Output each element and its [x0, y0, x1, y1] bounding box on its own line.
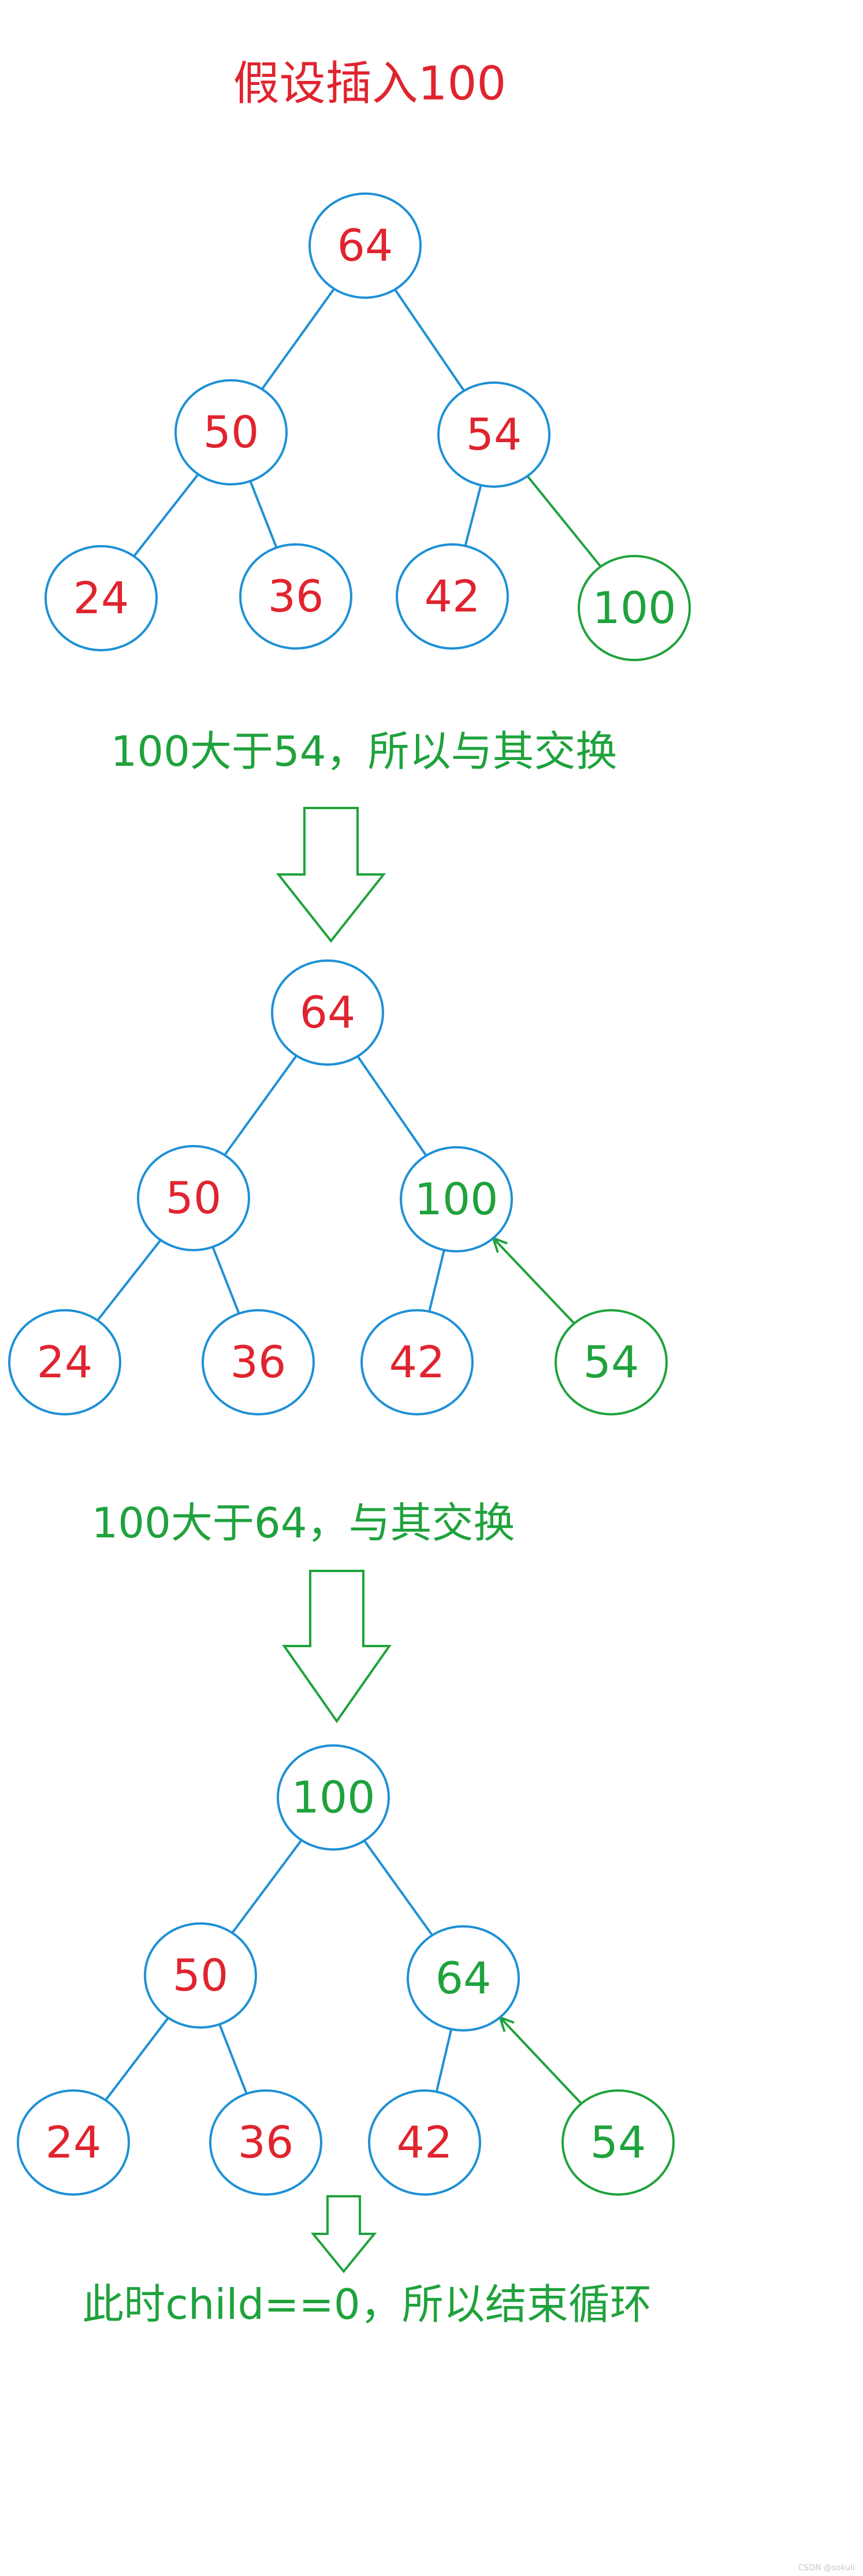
tree-node: 36 — [239, 543, 352, 650]
node-label: 36 — [238, 2117, 294, 2168]
tree-node: 64 — [308, 192, 422, 299]
tree-node: 42 — [360, 1309, 474, 1415]
node-label: 64 — [337, 220, 393, 271]
title: 假设插入100 — [233, 57, 507, 110]
tree-node: 24 — [8, 1309, 121, 1415]
node-circle — [144, 1922, 257, 2029]
tree-node: 50 — [174, 379, 288, 485]
node-label: 42 — [397, 2117, 453, 2168]
node-circle — [407, 1925, 520, 2032]
tree-edge — [211, 1246, 240, 1314]
inserted-edge — [499, 2017, 582, 2104]
tree-node: 50 — [144, 1922, 257, 2029]
tree-edge — [464, 484, 482, 547]
tree-edge — [224, 1055, 297, 1156]
caption-step-3: 此时child==0，所以结束循环 — [82, 2280, 651, 2329]
tree-node: 50 — [137, 1145, 250, 1251]
node-circle — [174, 379, 288, 485]
node-label: 100 — [291, 1771, 375, 1823]
node-label: 36 — [230, 1336, 287, 1388]
tree-edge — [435, 2029, 453, 2092]
tree-node: 24 — [17, 2089, 130, 2196]
node-circle — [137, 1145, 250, 1251]
tree-edge — [231, 1839, 303, 1934]
tree-edge — [363, 1840, 433, 1936]
node-circle — [202, 1309, 315, 1415]
node-label: 54 — [583, 1336, 639, 1388]
arrow-shape — [310, 2195, 377, 2274]
arrow-shape — [282, 1570, 392, 1723]
node-label: 54 — [466, 409, 522, 460]
arrow-shape — [276, 807, 386, 943]
node-circle — [437, 381, 550, 488]
node-circle — [209, 2089, 322, 2196]
node-label: 50 — [166, 1172, 222, 1224]
node-circle — [277, 1744, 390, 1851]
node-label: 50 — [203, 406, 259, 458]
node-label: 24 — [73, 572, 129, 624]
tree-node: 36 — [202, 1309, 315, 1415]
node-circle — [8, 1309, 121, 1415]
node-circle — [400, 1146, 513, 1252]
tree-edge — [96, 1239, 162, 1321]
node-circle — [17, 2089, 130, 2196]
caption-step-1: 100大于54，所以与其交换 — [110, 727, 617, 776]
tree-step-1: 64 50 54 24 36 42 100 — [44, 192, 691, 661]
tree-edge — [249, 480, 278, 548]
node-label: 64 — [300, 987, 356, 1038]
node-label: 100 — [592, 582, 676, 633]
tree-node: 100 — [400, 1146, 513, 1252]
node-label: 50 — [173, 1949, 229, 2001]
tree-edge — [105, 2017, 169, 2101]
tree-node: 24 — [44, 545, 158, 651]
node-circle — [360, 1309, 474, 1415]
tree-edge — [394, 288, 465, 392]
tree-node: 100 — [277, 1744, 390, 1851]
tree-node: 64 — [271, 959, 384, 1066]
tree-node: 42 — [396, 543, 509, 650]
tree-edge — [428, 1250, 445, 1312]
tree-node: 42 — [368, 2089, 481, 2196]
down-arrow-icon — [310, 2195, 377, 2274]
tree-step-2: 64 50 100 24 36 42 54 — [8, 959, 668, 1415]
tree-edge — [356, 1055, 427, 1157]
node-circle — [396, 543, 509, 650]
node-label: 42 — [425, 570, 481, 622]
node-circle — [239, 543, 352, 650]
node-circle — [308, 192, 422, 299]
inserted-edge — [526, 475, 602, 568]
watermark: CSDN @sokuli — [798, 2563, 855, 2573]
node-circle — [561, 2089, 675, 2196]
node-label: 54 — [590, 2117, 646, 2168]
tree-node: 64 — [407, 1925, 520, 2032]
node-circle — [271, 959, 384, 1066]
tree-node: 36 — [209, 2089, 322, 2196]
tree-edge — [261, 288, 336, 390]
caption-step-2: 100大于64，与其交换 — [91, 1499, 515, 1547]
tree-node: 100 — [578, 555, 691, 661]
node-circle — [44, 545, 158, 651]
down-arrow-icon — [276, 807, 386, 943]
down-arrow-icon — [282, 1570, 392, 1723]
tree-node: 54 — [437, 381, 550, 488]
tree-node: 54 — [561, 2089, 675, 2196]
node-circle — [368, 2089, 481, 2196]
tree-edge — [133, 473, 199, 557]
tree-step-3: 100 50 64 24 36 42 54 — [17, 1744, 675, 2196]
node-label: 42 — [389, 1336, 445, 1388]
node-label: 24 — [37, 1336, 93, 1388]
inserted-edge — [492, 1237, 575, 1325]
tree-edge — [218, 2023, 248, 2095]
tree-node: 54 — [555, 1309, 668, 1415]
node-circle — [578, 555, 691, 661]
node-label: 100 — [414, 1173, 498, 1225]
node-label: 36 — [268, 570, 324, 622]
node-label: 64 — [436, 1952, 492, 2004]
node-label: 24 — [46, 2117, 102, 2168]
node-circle — [555, 1309, 668, 1415]
